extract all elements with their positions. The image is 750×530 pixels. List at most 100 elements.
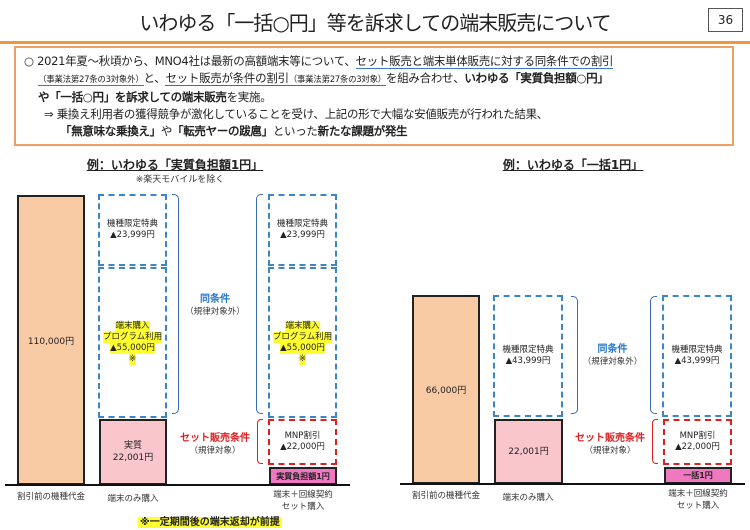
- x-label: 端末＋回線契約セット購入: [258, 489, 348, 513]
- text: 端末＋回線契約: [668, 489, 728, 499]
- text: といった: [272, 124, 318, 138]
- text: 機種限定特典: [671, 345, 723, 355]
- price-label: 66,000円: [425, 386, 467, 396]
- text: 端末購入: [115, 320, 150, 332]
- left-program-box: 端末購入プログラム利用▲55,000円※: [98, 267, 167, 418]
- right-set-special-discount-box: 機種限定特典▲43,999円: [662, 295, 732, 417]
- text: ※一定期間後の端末返却が前提: [138, 517, 282, 528]
- footnote: ※一定期間後の端末返却が前提: [138, 510, 282, 529]
- text: を実施。: [226, 90, 272, 104]
- text: 実質: [123, 441, 142, 451]
- x-label: 割引前の機種代金: [411, 491, 480, 501]
- summary-box: ○ 2021年夏～秋頃から、MNO4社は最新の高額端末等について、セット販売と端…: [14, 46, 734, 146]
- text: セット購入: [676, 501, 720, 511]
- text: MNP割引: [679, 431, 716, 441]
- left-result-bar: 実質負担額1円: [269, 467, 337, 485]
- summary-line-3: や「一括○円」を訴求しての端末販売を実施。: [24, 89, 724, 106]
- brace: [652, 419, 658, 464]
- set-condition-label: セット販売条件 （規律対象）: [567, 433, 653, 457]
- brace: [256, 194, 263, 414]
- text: （規律対象外）: [582, 357, 643, 367]
- price-label: 110,000円: [27, 336, 75, 347]
- text: を組み合わせ、: [386, 71, 465, 85]
- text: セット販売条件: [575, 433, 645, 444]
- text: 実質負担額1円: [276, 471, 330, 481]
- left-diagram-title: 例：いわゆる「実質負担額1円」: [86, 158, 264, 172]
- text: ▲55,000円: [280, 342, 325, 354]
- text: 「無意味な乗換え」: [60, 124, 161, 138]
- set-condition-label: セット販売条件 （規律対象）: [172, 433, 258, 457]
- summary-line-4: ⇒ 乗換え利用者の獲得競争が激化していることを受け、上記の形で大幅な安値販売が行…: [24, 106, 724, 123]
- text: MNP割引: [284, 431, 321, 441]
- page-number: 36: [708, 8, 743, 32]
- left-mnp-discount-box: MNP割引▲22,000円: [268, 419, 337, 465]
- baseline: [5, 484, 350, 486]
- brace: [257, 419, 263, 464]
- text: ○ 2021年夏～秋頃から、MNO4社は最新の高額端末等について、: [24, 54, 356, 68]
- right-result-bar: 一括1円: [664, 467, 732, 484]
- text: ▲43,999円: [674, 356, 720, 366]
- left-special-discount-box: 機種限定特典▲23,999円: [98, 194, 167, 266]
- text: 機種限定特典: [502, 345, 554, 355]
- text: セット販売が条件の割引: [165, 71, 289, 86]
- right-diagram-title: 例：いわゆる「一括1円」: [502, 158, 644, 172]
- x-label: 割引前の機種代金: [16, 492, 85, 502]
- summary-line-2: （事業法第27条の3対象外）と、セット販売が条件の割引（事業法第27条の3対象）…: [24, 70, 724, 89]
- text: 一括1円: [683, 471, 713, 480]
- text: や「一括○円」を訴求しての端末販売: [38, 90, 227, 104]
- left-net-price-bar: 実質 22,001円: [99, 419, 167, 485]
- left-set-program-box: 端末購入プログラム利用▲55,000円※: [268, 267, 337, 418]
- x-label: 端末のみ購入: [107, 494, 159, 504]
- text: ▲43,999円: [505, 356, 551, 366]
- text: 機種限定特典: [276, 219, 328, 229]
- same-condition-label: 同条件 （規律対象外）: [575, 344, 650, 368]
- text: セット販売条件: [180, 433, 250, 444]
- text: ▲22,000円: [280, 442, 325, 452]
- text: （事業法第27条の3対象）: [288, 75, 387, 86]
- text: や: [160, 124, 173, 138]
- brace: [571, 296, 578, 414]
- same-condition-label: 同条件 （規律対象外）: [175, 294, 255, 318]
- text: ※: [298, 353, 307, 365]
- right-special-discount-box: 機種限定特典▲43,999円: [493, 295, 563, 417]
- x-label: 端末＋回線契約セット購入: [653, 488, 743, 512]
- text: いわゆる「実質負担額○円」: [464, 71, 609, 85]
- text: と、: [143, 71, 166, 85]
- right-original-price-bar: 66,000円: [412, 295, 480, 484]
- text: （規律対象）: [189, 446, 241, 456]
- text: セット購入: [281, 502, 325, 512]
- text: ※: [128, 353, 137, 365]
- text: 「転売ヤーの跋扈」: [172, 124, 273, 138]
- summary-line-5: 「無意味な乗換え」や「転売ヤーの跋扈」といった新たな課題が発生: [24, 123, 724, 140]
- text: 機種限定特典: [106, 219, 158, 229]
- text: 新たな課題が発生: [317, 124, 408, 138]
- summary-line-1: ○ 2021年夏～秋頃から、MNO4社は最新の高額端末等について、セット販売と端…: [24, 53, 724, 70]
- text: セット販売と端末単体販売に対する同条件での割引: [355, 54, 614, 69]
- left-note: ※楽天モバイルを除く: [135, 175, 225, 185]
- baseline: [400, 483, 745, 485]
- text: 同条件: [597, 344, 628, 355]
- brace: [172, 194, 179, 414]
- text: ▲23,999円: [280, 230, 325, 240]
- header-divider: [0, 41, 750, 44]
- left-set-special-discount-box: 機種限定特典▲23,999円: [268, 194, 337, 266]
- text: （事業法第27条の3対象外）: [38, 75, 144, 86]
- text: 端末＋回線契約: [273, 490, 333, 500]
- text: 端末購入: [285, 320, 320, 332]
- text: 22,001円: [112, 453, 154, 463]
- text: 22,001円: [508, 446, 549, 457]
- text: ⇒ 乗換え利用者の獲得競争が激化していることを受け、上記の形で大幅な安値販売が行…: [44, 107, 548, 121]
- text: 同条件: [200, 294, 230, 305]
- brace: [650, 296, 657, 414]
- x-label: 端末のみ購入: [502, 493, 554, 503]
- text: ▲23,999円: [110, 230, 155, 240]
- page-title: いわゆる「一括○円」等を訴求しての端末販売について: [139, 11, 611, 35]
- right-mnp-discount-box: MNP割引▲22,000円: [663, 419, 732, 465]
- text: ▲55,000円: [110, 342, 155, 354]
- text: プログラム利用: [272, 331, 333, 343]
- left-original-price-bar: 110,000円: [17, 195, 85, 485]
- text: （規律対象外）: [185, 307, 245, 317]
- text: （規律対象）: [584, 446, 636, 456]
- right-net-price-bar: 22,001円: [494, 419, 563, 484]
- text: プログラム利用: [102, 331, 163, 343]
